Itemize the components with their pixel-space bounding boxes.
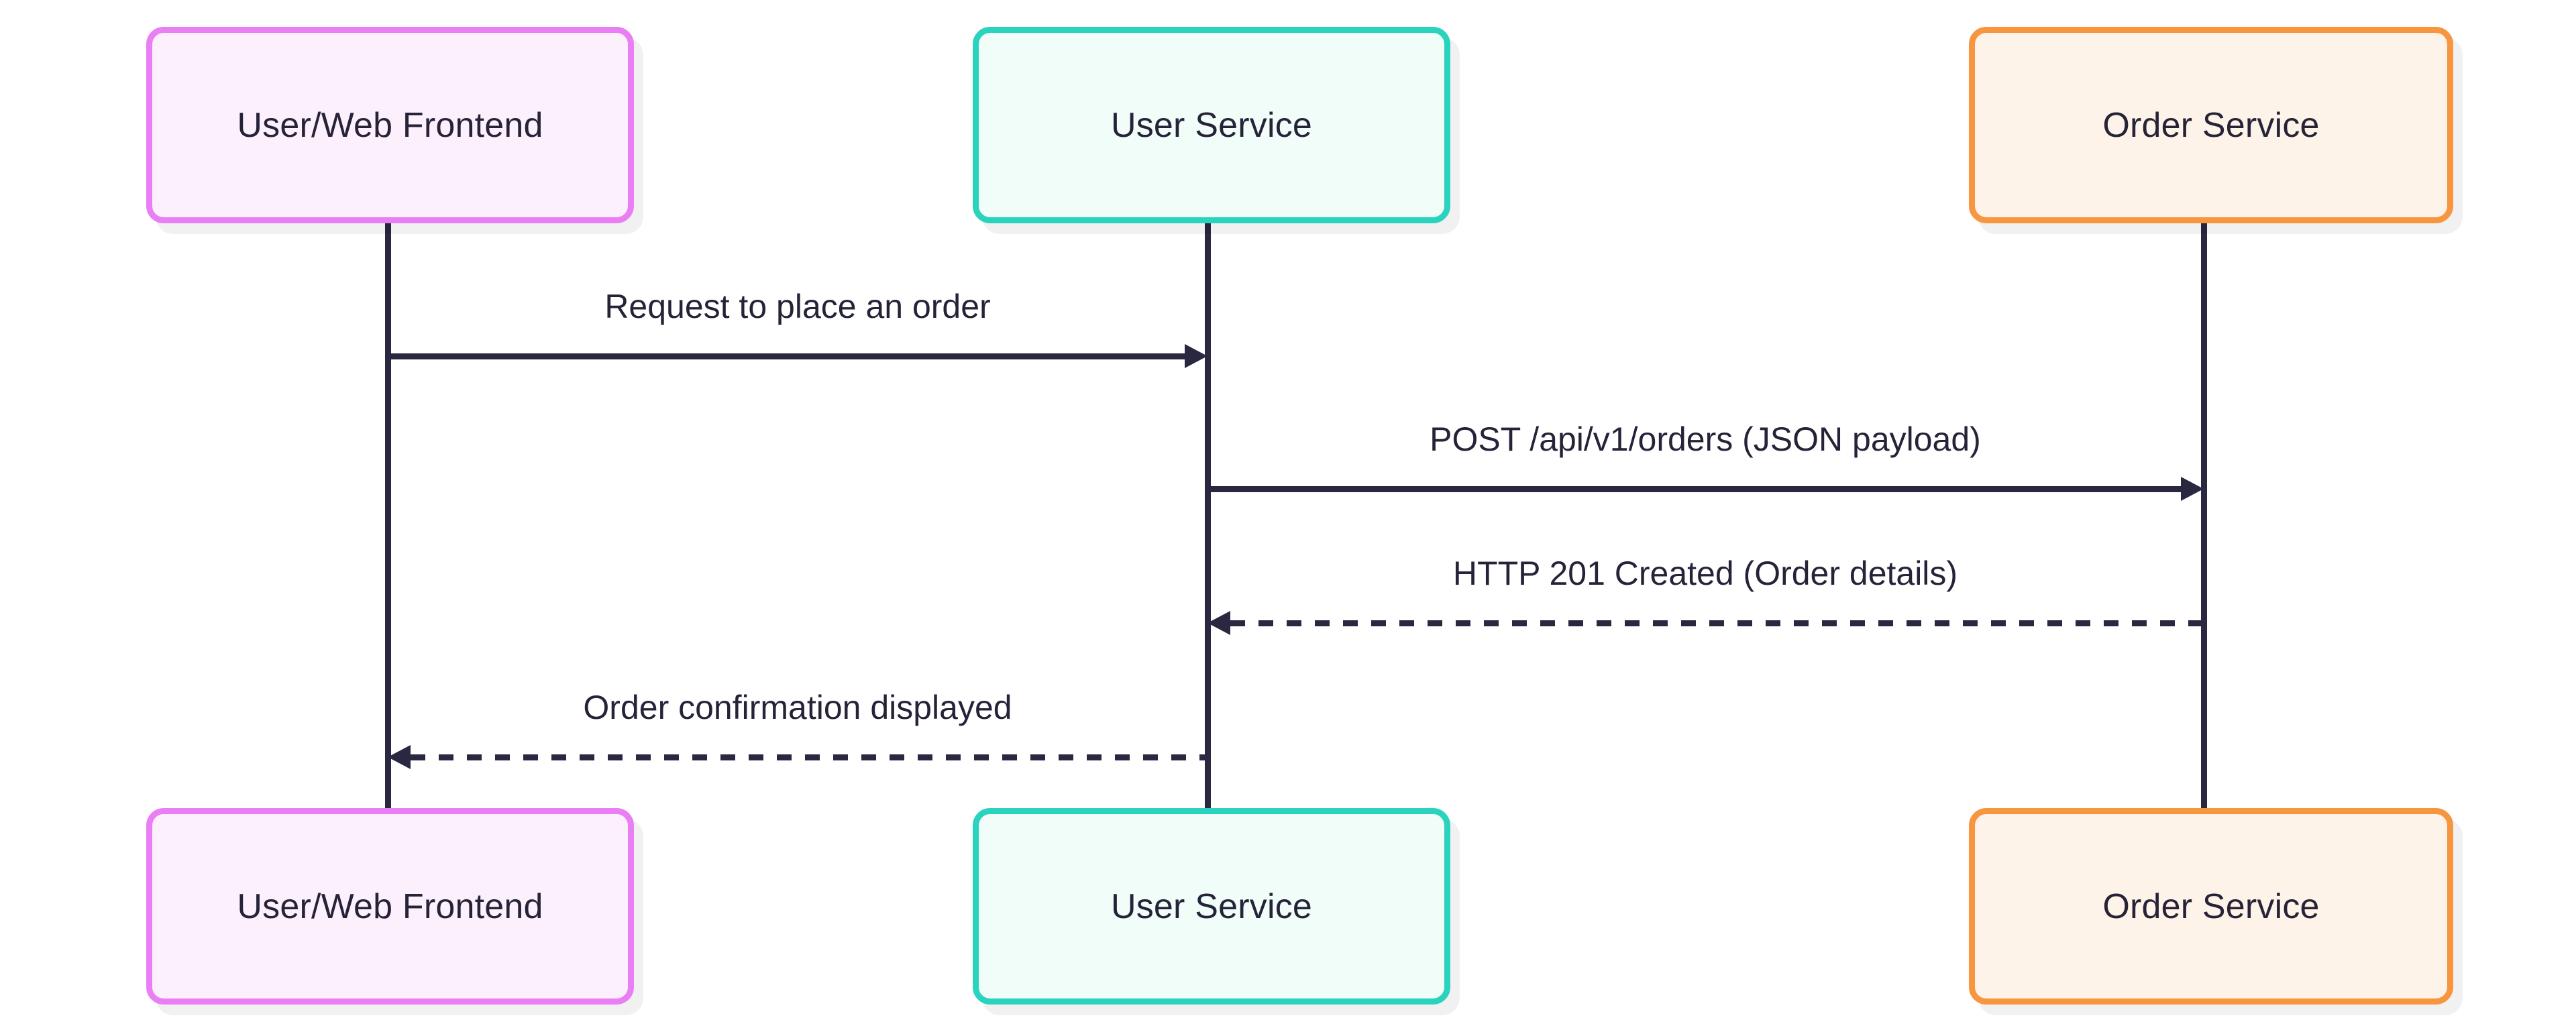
message-line-order-confirmation bbox=[411, 754, 1208, 760]
participant-box-frontend-top[interactable]: User/Web Frontend bbox=[146, 27, 634, 223]
lifeline-order-service bbox=[2201, 223, 2207, 808]
message-line-post-orders bbox=[1208, 486, 2181, 492]
message-label-order-confirmation: Order confirmation displayed bbox=[583, 689, 1012, 726]
message-label-http-201: HTTP 201 Created (Order details) bbox=[1452, 555, 1958, 592]
participant-label-frontend-top: User/Web Frontend bbox=[237, 105, 543, 145]
message-line-request-order bbox=[388, 353, 1185, 359]
participant-box-user-service-top[interactable]: User Service bbox=[973, 27, 1450, 223]
message-label-post-orders: POST /api/v1/orders (JSON payload) bbox=[1430, 420, 1981, 458]
participant-label-order-service-top: Order Service bbox=[2102, 105, 2320, 145]
participant-box-frontend-bottom[interactable]: User/Web Frontend bbox=[146, 808, 634, 1005]
lifeline-user-service bbox=[1205, 223, 1211, 808]
arrowhead-right-post-orders bbox=[2181, 477, 2204, 501]
arrowhead-left-order-confirmation bbox=[388, 745, 411, 769]
lifeline-frontend bbox=[385, 223, 391, 808]
participant-label-user-service-bottom: User Service bbox=[1110, 886, 1313, 926]
message-line-http-201 bbox=[1230, 620, 2204, 626]
message-label-request-order: Request to place an order bbox=[604, 288, 991, 325]
participant-box-order-service-bottom[interactable]: Order Service bbox=[1969, 808, 2453, 1005]
participant-label-order-service-bottom: Order Service bbox=[2102, 886, 2320, 926]
participant-box-user-service-bottom[interactable]: User Service bbox=[973, 808, 1450, 1005]
participant-label-frontend-bottom: User/Web Frontend bbox=[237, 886, 543, 926]
participant-label-user-service-top: User Service bbox=[1110, 105, 1313, 145]
participant-box-order-service-top[interactable]: Order Service bbox=[1969, 27, 2453, 223]
arrowhead-right-request-order bbox=[1185, 344, 1208, 368]
arrowhead-left-http-201 bbox=[1208, 611, 1230, 635]
